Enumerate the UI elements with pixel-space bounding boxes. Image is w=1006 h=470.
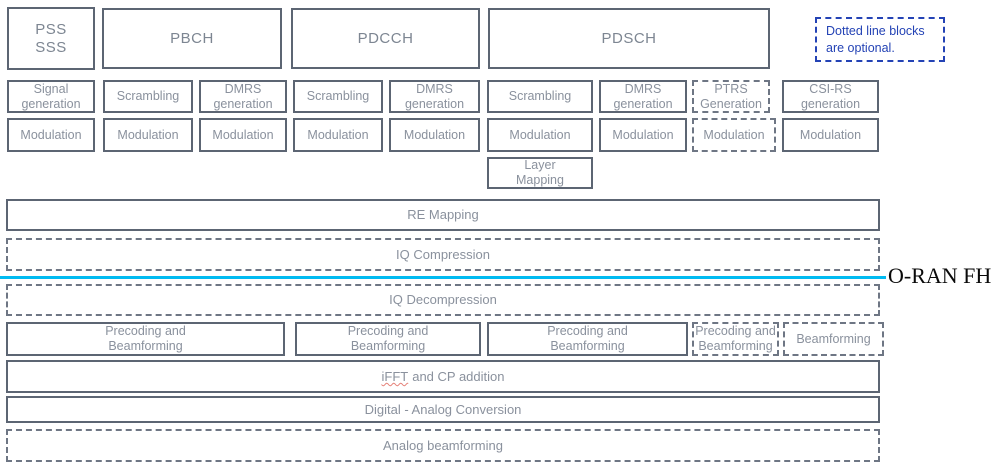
block-modulation-pss-sss: Modulation	[7, 118, 95, 152]
block-beamforming-optional: Beamforming	[783, 322, 884, 356]
block-precoding-beamforming-optional: Precoding and Beamforming	[692, 322, 779, 356]
block-layer-mapping: Layer Mapping	[487, 157, 593, 189]
block-modulation-dmrs-pbch: Modulation	[199, 118, 287, 152]
ifft-rest: and CP addition	[412, 368, 505, 384]
ifft-word: iFFT	[381, 368, 409, 384]
oran-fh-label: O-RAN FH	[888, 263, 992, 288]
block-dmrs-generation-pdsch: DMRS generation	[599, 80, 687, 113]
channel-pbch: PBCH	[102, 8, 282, 69]
block-modulation-ptrs: Modulation	[692, 118, 776, 152]
block-dmrs-generation-pbch: DMRS generation	[199, 80, 287, 113]
block-scrambling-pdsch: Scrambling	[487, 80, 593, 113]
block-csi-rs-generation: CSI-RS generation	[782, 80, 879, 113]
block-signal-generation: Signal generation	[7, 80, 95, 113]
oran-fh-split-line	[0, 276, 886, 279]
block-analog-beamforming: Analog beamforming	[6, 429, 880, 462]
block-ptrs-generation: PTRS Generation	[692, 80, 770, 113]
channel-pss-sss: PSS SSS	[7, 7, 95, 70]
block-scrambling-pdcch: Scrambling	[293, 80, 383, 113]
channel-pdcch: PDCCH	[291, 8, 480, 69]
block-precoding-beamforming-2: Precoding and Beamforming	[295, 322, 481, 356]
block-modulation-dmrs-pdcch: Modulation	[389, 118, 480, 152]
channel-pdsch: PDSCH	[488, 8, 770, 69]
note-optional-blocks: Dotted line blocks are optional.	[815, 17, 945, 62]
block-scrambling-pbch: Scrambling	[103, 80, 193, 113]
block-modulation-pdsch: Modulation	[487, 118, 593, 152]
block-modulation-pbch: Modulation	[103, 118, 193, 152]
block-precoding-beamforming-3: Precoding and Beamforming	[487, 322, 688, 356]
block-modulation-dmrs-pdsch: Modulation	[599, 118, 687, 152]
block-re-mapping: RE Mapping	[6, 199, 880, 231]
block-iq-decompression: IQ Decompression	[6, 284, 880, 316]
block-dmrs-generation-pdcch: DMRS generation	[389, 80, 480, 113]
block-modulation-csi-rs: Modulation	[782, 118, 879, 152]
block-precoding-beamforming-1: Precoding and Beamforming	[6, 322, 285, 356]
block-digital-analog-conversion: Digital - Analog Conversion	[6, 396, 880, 423]
block-iq-compression: IQ Compression	[6, 238, 880, 271]
block-modulation-pdcch: Modulation	[293, 118, 383, 152]
